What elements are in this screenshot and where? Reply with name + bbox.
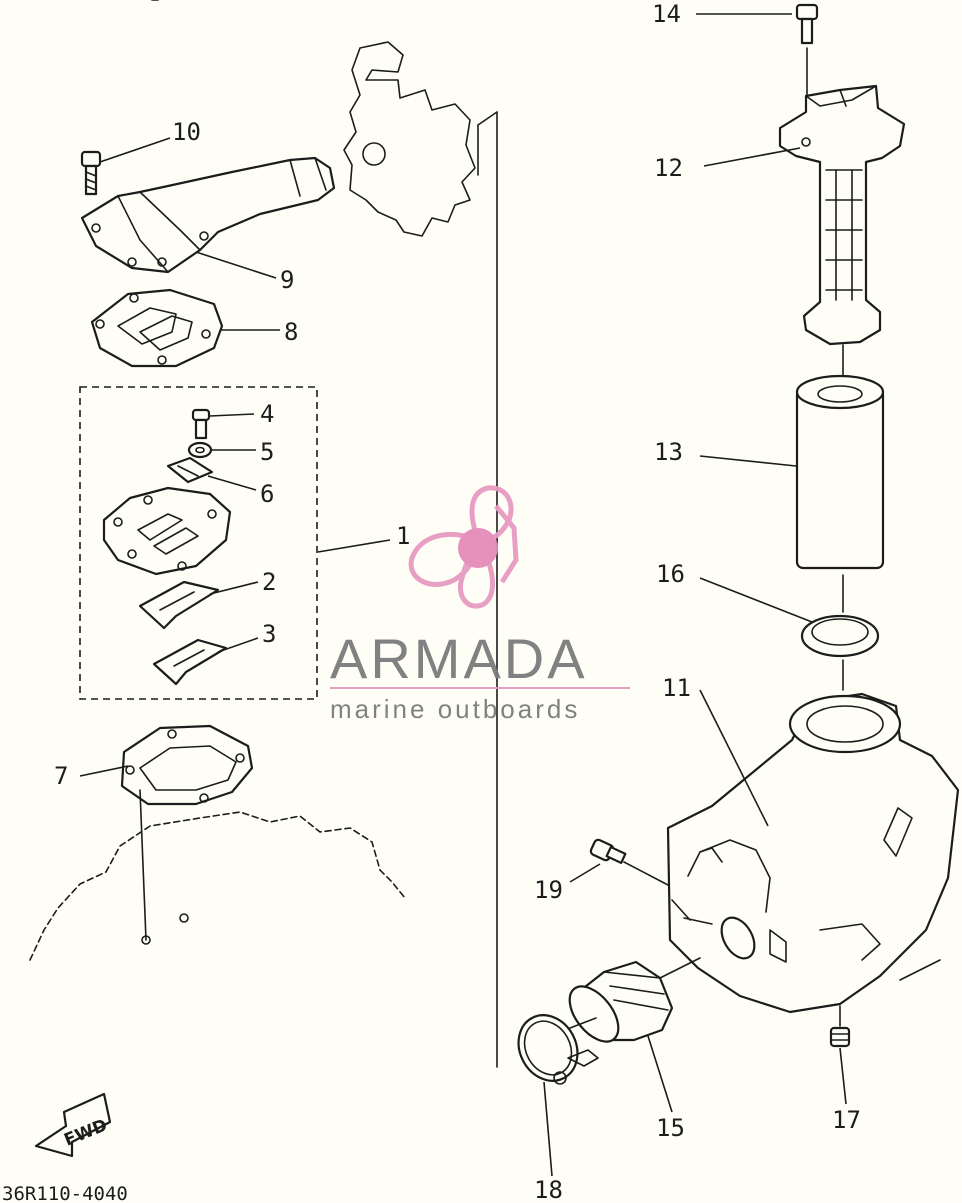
filter-housing-12 xyxy=(778,84,906,346)
powerhead-outline xyxy=(343,41,476,237)
fwd-arrow: FWD xyxy=(34,1092,112,1158)
callout-11: 11 xyxy=(662,674,691,702)
callout-9: 9 xyxy=(280,266,294,294)
callout-1: 1 xyxy=(396,522,410,550)
washer-5 xyxy=(187,441,213,459)
callout-18: 18 xyxy=(534,1176,563,1203)
callout-13: 13 xyxy=(654,438,683,466)
crankcase-outline xyxy=(29,789,406,961)
divider-line xyxy=(151,0,498,1068)
intake-elbow-9 xyxy=(80,156,336,274)
diagram-code: 36R110-4040 xyxy=(2,1183,128,1203)
filler-cap-15 xyxy=(568,957,701,1043)
drain-plug-17 xyxy=(829,1005,851,1048)
armada-logo: ARMADA marine outboards xyxy=(330,485,630,724)
screw-4 xyxy=(191,408,211,440)
callout-19: 19 xyxy=(534,876,563,904)
callout-4: 4 xyxy=(260,400,274,428)
callout-12: 12 xyxy=(654,154,683,182)
reed-3 xyxy=(152,638,228,686)
bolt-10 xyxy=(80,150,102,196)
propeller-hub-icon xyxy=(458,528,498,568)
callout-6: 6 xyxy=(260,480,274,508)
reed-valve-assembly-box xyxy=(79,386,318,700)
bolt-14 xyxy=(795,3,819,131)
filter-element-13 xyxy=(795,374,885,570)
callout-14: 14 xyxy=(652,0,681,28)
callout-16: 16 xyxy=(656,560,685,588)
callout-10: 10 xyxy=(172,118,201,146)
o-ring-16 xyxy=(800,614,880,658)
callout-2: 2 xyxy=(262,568,276,596)
reed-plate xyxy=(102,486,232,576)
callout-8: 8 xyxy=(284,318,298,346)
callout-15: 15 xyxy=(656,1114,685,1142)
gasket-8 xyxy=(90,288,224,368)
bolt-19 xyxy=(589,838,669,886)
reed-2 xyxy=(138,580,220,630)
strap-ring-18 xyxy=(517,1014,599,1085)
watermark-subtitle: marine outboards xyxy=(330,694,580,724)
callout-17: 17 xyxy=(832,1106,861,1134)
leader-lines xyxy=(79,13,847,1177)
gasket-7 xyxy=(120,724,254,806)
callout-5: 5 xyxy=(260,438,274,466)
oil-tank-11 xyxy=(666,692,960,1014)
watermark-title: ARMADA xyxy=(330,627,588,690)
callout-7: 7 xyxy=(54,762,68,790)
callout-3: 3 xyxy=(262,620,276,648)
stopper-6 xyxy=(166,456,214,484)
